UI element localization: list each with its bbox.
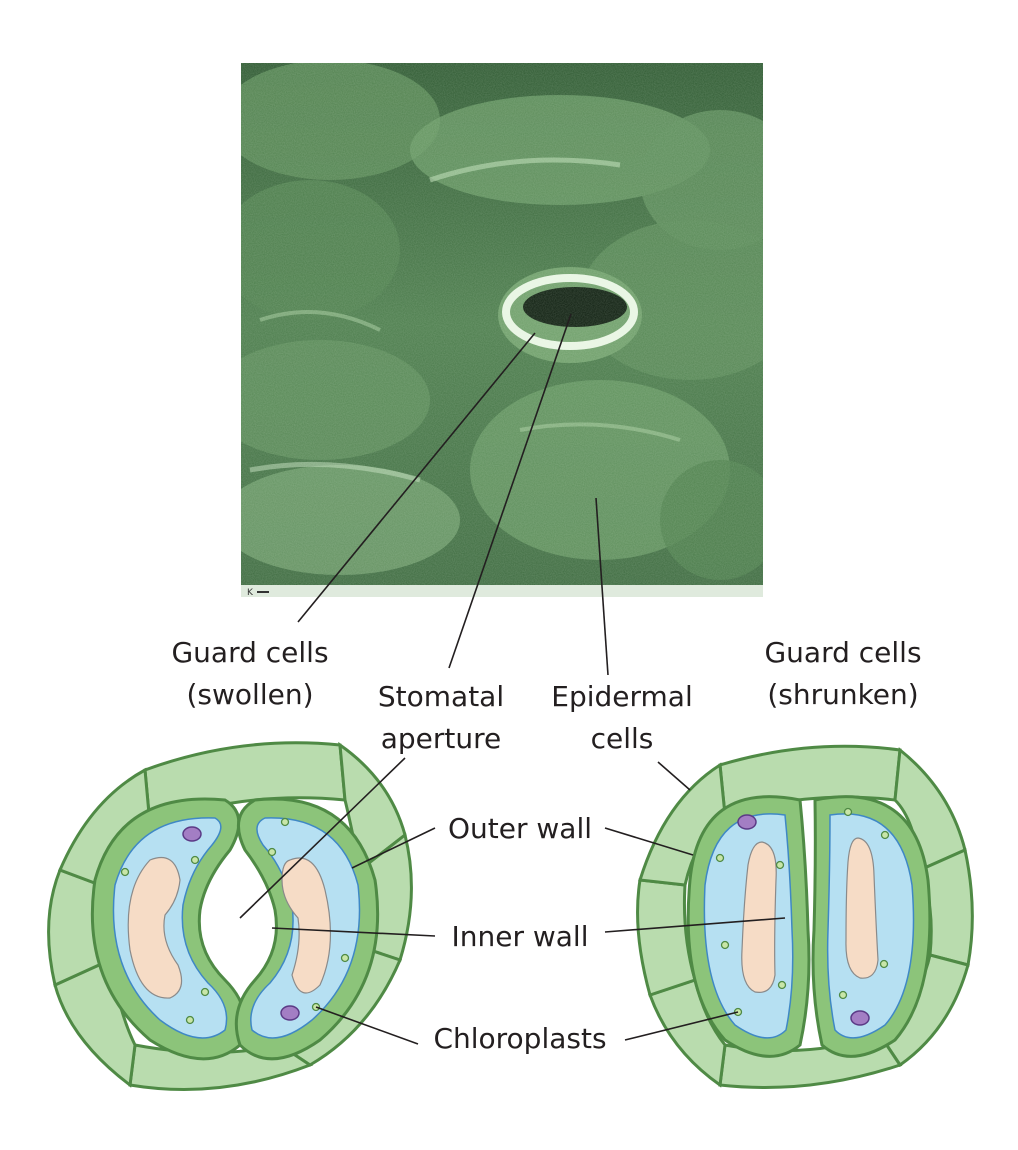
leader-guard-cells-swollen — [297, 332, 536, 623]
nucleus — [280, 1005, 300, 1021]
chloroplast — [267, 847, 277, 857]
label-epidermal-cells-2: cells — [591, 722, 654, 755]
chloroplast — [185, 1015, 195, 1025]
chloroplast — [340, 953, 350, 963]
guard-cell-vacuole — [845, 837, 879, 979]
leader-outer-wall-right — [604, 827, 694, 856]
chloroplast — [280, 817, 290, 827]
scale-bar-text: K — [247, 588, 254, 598]
chloroplast — [120, 867, 130, 877]
guard-cell-vacuole — [281, 857, 332, 994]
labels: Guard cells (swollen) Stomatal aperture … — [171, 636, 921, 1055]
scale-bar — [257, 591, 269, 593]
label-stomatal-aperture-2: aperture — [381, 722, 502, 755]
chloroplasts-closed — [715, 807, 890, 1017]
leader-epidermal-cells-sem — [595, 497, 609, 676]
chloroplast — [190, 855, 200, 865]
chloroplast — [879, 959, 889, 969]
label-guard-cells-shrunken-1: Guard cells — [764, 636, 921, 669]
label-chloroplasts: Chloroplasts — [433, 1022, 606, 1055]
chloroplasts-open — [120, 817, 350, 1025]
nucleus — [850, 1010, 870, 1026]
chloroplast — [777, 980, 787, 990]
epidermal-cell — [636, 878, 697, 997]
chloroplast — [200, 987, 210, 997]
chloroplast — [715, 853, 725, 863]
nucleus — [182, 826, 202, 842]
label-inner-wall: Inner wall — [451, 920, 588, 953]
chloroplast — [775, 860, 785, 870]
chloroplast — [880, 830, 890, 840]
guard-cell-vacuole — [127, 856, 183, 999]
chloroplast — [838, 990, 848, 1000]
label-guard-cells-swollen-2: (swollen) — [187, 678, 314, 711]
chloroplast — [720, 940, 730, 950]
sem-micrograph — [241, 63, 763, 585]
label-outer-wall: Outer wall — [448, 812, 592, 845]
chloroplast — [843, 807, 853, 817]
leader-stomatal-aperture-sem — [448, 313, 572, 669]
scale-strip — [241, 585, 763, 597]
leader-chloroplasts-left — [315, 1006, 419, 1045]
label-stomatal-aperture-1: Stomatal — [378, 680, 504, 713]
leader-epidermal-cells-diagram — [657, 761, 691, 791]
leader-stomatal-aperture-diagram — [239, 757, 406, 919]
leader-outer-wall-left — [351, 827, 436, 869]
label-epidermal-cells-1: Epidermal — [551, 680, 692, 713]
leader-lines — [239, 313, 786, 1045]
guard-cell-vacuole — [741, 841, 777, 993]
leader-inner-wall-left — [271, 927, 436, 937]
closed-stoma — [636, 744, 974, 1089]
label-guard-cells-shrunken-2: (shrunken) — [767, 678, 918, 711]
leader-chloroplasts-right — [624, 1011, 739, 1041]
label-guard-cells-swollen-1: Guard cells — [171, 636, 328, 669]
nucleus — [737, 814, 757, 830]
leader-inner-wall-right — [604, 917, 786, 933]
open-stoma — [47, 741, 413, 1091]
